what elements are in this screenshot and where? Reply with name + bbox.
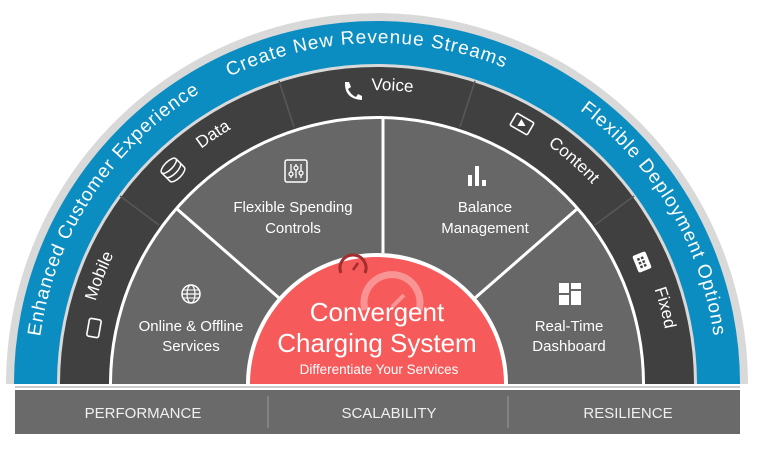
database-icon (160, 157, 186, 183)
bar-chart-icon (468, 166, 486, 186)
service-label-voice: Voice (371, 75, 414, 96)
feature-label-spending: Flexible Spending (233, 199, 352, 216)
core-subtitle: Differentiate Your Services (300, 362, 459, 377)
core-title-line1: Convergent (310, 297, 445, 327)
foundation-performance: PERFORMANCE (85, 405, 202, 422)
speedometer-icon-watermark (360, 271, 424, 311)
core-title-line2: Charging System (277, 328, 476, 358)
feature-label-online-offline-2: Services (162, 338, 220, 355)
feature-label-spending-2: Controls (265, 220, 321, 237)
mobile-icon (86, 317, 102, 339)
dashboard-icon (559, 283, 581, 305)
feature-label-online-offline: Online & Offline (139, 318, 244, 335)
speedometer-icon (338, 253, 368, 274)
foundation-bar (15, 390, 740, 434)
feature-label-balance: Balance (458, 199, 512, 216)
globe-icon (181, 284, 201, 304)
feature-label-balance-2: Management (441, 220, 529, 237)
fixed-phone-icon (632, 251, 652, 273)
foundation-scalability: SCALABILITY (341, 405, 436, 422)
foundation-resilience: RESILIENCE (583, 405, 672, 422)
features-ring (112, 119, 642, 384)
feature-dividers (176, 118, 578, 300)
phone-icon (344, 82, 362, 100)
feature-label-dashboard-2: Dashboard (532, 338, 605, 355)
service-dividers (119, 80, 635, 226)
sliders-icon (284, 159, 308, 183)
media-icon (509, 112, 535, 136)
core-circle (250, 257, 504, 384)
feature-label-dashboard: Real-Time (535, 318, 604, 335)
